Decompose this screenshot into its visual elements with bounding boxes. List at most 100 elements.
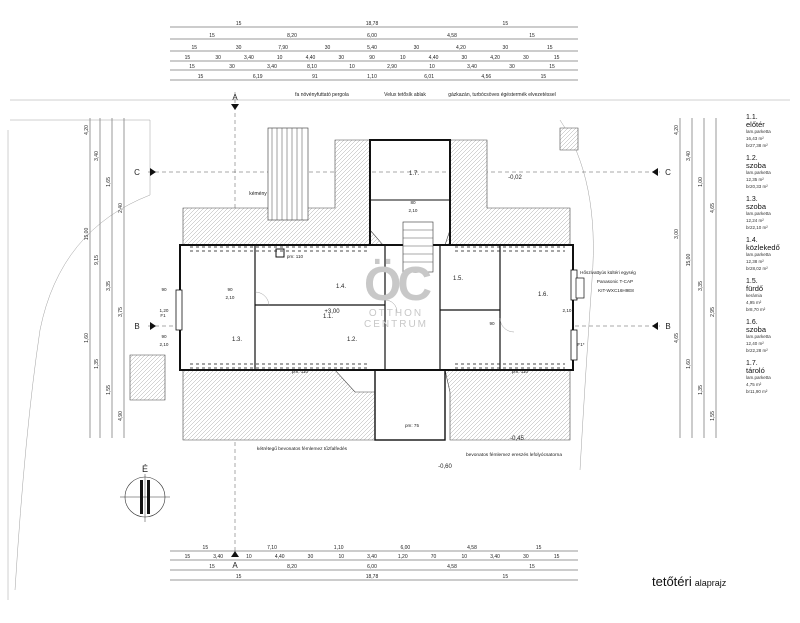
dim-label: 30: [523, 554, 529, 560]
legend-floor: lam.parketta: [746, 129, 771, 134]
section-letter-c: C: [134, 168, 140, 177]
dim-label: 9,15: [94, 255, 100, 265]
room-label: 1.5.: [453, 276, 463, 282]
dim-label: 30: [229, 64, 235, 70]
dim-label: 15: [209, 564, 215, 570]
legend-perimeter: br11,90 m²: [746, 389, 768, 394]
legend-number: 1.7.: [746, 360, 758, 367]
dim-label: 15: [541, 74, 547, 80]
dim-label: 7,10: [267, 545, 277, 551]
note-roof-right: bevonatos fémlemez ereszés lefolyócsator…: [466, 452, 562, 458]
watermark-brand-2: CENTRUM: [364, 319, 428, 330]
legend-area: 12,35 m²: [746, 177, 764, 182]
legend-room-name: tároló: [746, 366, 765, 375]
dim-label: 10: [400, 55, 406, 61]
section-letter-c: C: [665, 168, 671, 177]
opening-label: 80: [410, 200, 416, 205]
dim-label: 4,40: [306, 55, 316, 61]
dim-label: 15,00: [686, 254, 692, 267]
dimension-labels-left: 4,203,401,652,4015,009,153,353,751,601,3…: [84, 125, 124, 421]
dim-label: 10: [349, 64, 355, 70]
dim-label: 1,60: [84, 333, 90, 343]
legend-floor: kerámia: [746, 293, 763, 298]
dim-label: 15: [203, 545, 209, 551]
opening-label: 90: [489, 321, 495, 326]
dim-label: 30: [509, 64, 515, 70]
room-label: 1.3.: [232, 337, 242, 343]
dim-label: 10: [429, 64, 435, 70]
dim-label: 1,20: [398, 554, 408, 560]
legend-area: 12,38 m²: [746, 259, 764, 264]
legend-floor: lam.parketta: [746, 334, 771, 339]
legend-perimeter: br8,70 m²: [746, 307, 766, 312]
room-label: 1.6.: [538, 292, 548, 298]
dim-label: 3,75: [118, 307, 124, 317]
opening-label: 2,10: [226, 295, 235, 300]
dim-label: 30: [236, 45, 242, 51]
dim-label: 15: [198, 74, 204, 80]
dim-label: 4,58: [447, 564, 457, 570]
legend-room-name: előtér: [746, 120, 765, 129]
opening-label: pm: 110: [292, 369, 309, 374]
opening-label: 1,20: [160, 308, 169, 313]
legend-room-name: fürdő: [746, 284, 764, 293]
dim-label: 10: [246, 554, 252, 560]
dim-label: 30: [308, 554, 314, 560]
legend-floor: lam.parketta: [746, 252, 771, 257]
caption-sub: alaprajz: [694, 578, 727, 588]
dim-label: 4,90: [118, 411, 124, 421]
legend-room-name: szoba: [746, 202, 767, 211]
section-letter-a: A: [232, 93, 238, 102]
dim-label: 15: [549, 64, 555, 70]
dim-label: 6,00: [367, 564, 377, 570]
dim-label: 3,40: [686, 151, 692, 161]
dim-label: 90: [369, 55, 375, 61]
dim-label: 15: [554, 554, 560, 560]
dim-label: 3,35: [106, 281, 112, 291]
dim-label: 10: [338, 554, 344, 560]
dim-label: 8,20: [287, 33, 297, 39]
note-roof-left: kétrétegű bevonatos fémlemez tűzfalfedés: [257, 446, 348, 452]
dim-label: 4,58: [467, 545, 477, 551]
legend-room-name: közlekedő: [746, 243, 780, 252]
legend-area: 12,24 m²: [746, 218, 764, 223]
dim-label: 18,78: [366, 21, 379, 27]
legend-area: 16,43 m²: [746, 136, 764, 141]
legend-area: 4,75 m²: [746, 382, 762, 387]
dim-label: 3,40: [267, 64, 277, 70]
dimension-labels-right: 4,203,401,004,653,0015,003,352,954,651,6…: [674, 125, 716, 421]
dim-label: 4,20: [84, 125, 90, 135]
note-heatpump: Panasonic T-CAP: [597, 279, 633, 284]
opening-label: 90: [161, 287, 167, 292]
dim-label: 5,40: [367, 45, 377, 51]
dim-label: 4,20: [490, 55, 500, 61]
dim-label: 6,00: [400, 545, 410, 551]
dim-label: 3,00: [674, 229, 680, 239]
opening-label: 2,10: [409, 208, 418, 213]
dim-label: 15: [529, 33, 535, 39]
dim-label: 3,40: [467, 64, 477, 70]
legend-perimeter: br28,02 m²: [746, 266, 768, 271]
legend-floor: lam.parketta: [746, 211, 771, 216]
walls: [175, 139, 585, 441]
dim-label: 1,55: [106, 385, 112, 395]
legend-floor: lam.parketta: [746, 170, 771, 175]
dim-label: 15: [503, 574, 509, 580]
dim-label: 4,40: [429, 55, 439, 61]
dim-label: 30: [523, 55, 529, 61]
dim-label: 8,20: [287, 564, 297, 570]
legend-number: 1.5.: [746, 278, 758, 285]
legend-number: 1.6.: [746, 319, 758, 326]
dim-label: 15: [236, 574, 242, 580]
dim-label: 4,20: [456, 45, 466, 51]
watermark-logo: ÖC: [364, 258, 432, 311]
section-letter-b: B: [665, 322, 670, 331]
